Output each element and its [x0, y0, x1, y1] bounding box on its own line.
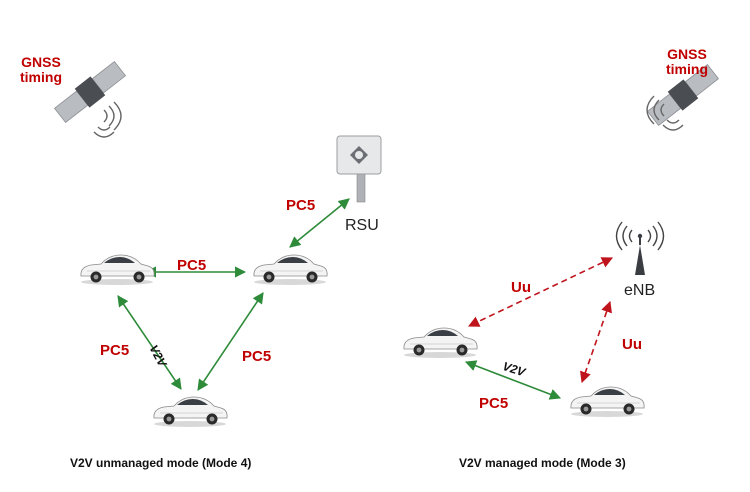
enb-label: eNB	[624, 282, 656, 299]
gnss-label-right-line2: timing	[666, 60, 708, 77]
satellite-icon-left	[52, 58, 128, 138]
car-icon-bottom	[153, 396, 228, 428]
car-icon-right-top	[253, 254, 328, 286]
satellite-icon-right	[645, 61, 721, 131]
gnss-label-right-line1: GNSS	[667, 46, 707, 62]
car-icon-left-top	[80, 254, 155, 286]
pc5-link-rsu	[289, 198, 350, 248]
mode3-caption: V2V managed mode (Mode 3)	[459, 456, 626, 470]
pc5-link-left	[117, 295, 182, 390]
uu-link-right	[580, 300, 612, 384]
mode4-caption: V2V unmanaged mode (Mode 4)	[70, 456, 252, 470]
uu-right-label: Uu	[622, 336, 642, 353]
gnss-timing-label-left: GNSS timing	[20, 55, 62, 84]
pc5-rsu-label: PC5	[286, 197, 316, 214]
uu-top-label: Uu	[511, 279, 531, 296]
v2v-link-mode3	[464, 360, 562, 400]
rsu-label: RSU	[345, 217, 379, 234]
pc5-left-label: PC5	[100, 342, 130, 359]
enb-tower-icon	[615, 221, 665, 275]
uu-link-top	[467, 257, 614, 327]
car-icon-mode3-right	[570, 386, 645, 418]
rsu-icon	[336, 135, 382, 203]
pc5-top-label: PC5	[177, 257, 207, 274]
gnss-label-left-line2: timing	[20, 68, 62, 85]
gnss-label-left-line1: GNSS	[21, 54, 61, 70]
gnss-timing-label-right: GNSS timing	[666, 47, 708, 76]
pc5-right-label: PC5	[242, 348, 272, 365]
pc5-bottom-label: PC5	[479, 395, 509, 412]
pc5-link-right	[197, 292, 264, 391]
car-icon-mode3-left	[403, 327, 478, 359]
